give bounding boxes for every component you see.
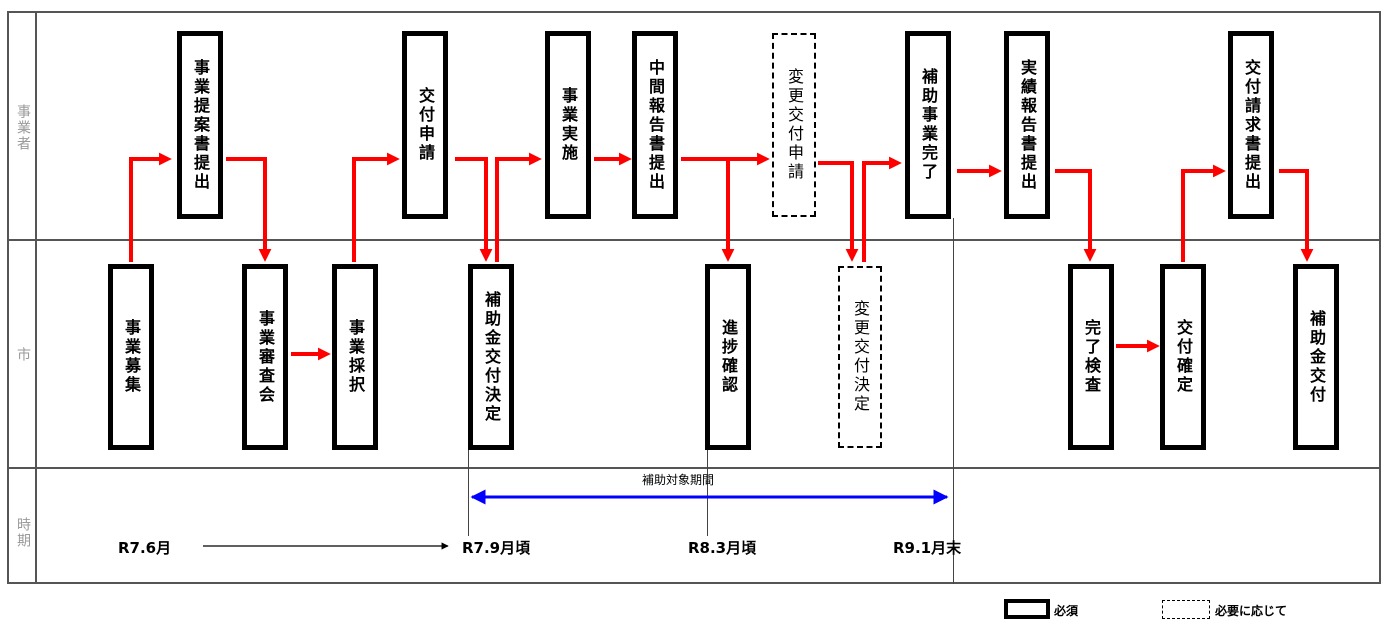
legend-dashed-box [1162, 600, 1210, 619]
arrow-saitaku-to-kofu-shinsei [352, 152, 400, 262]
lane-divider-city-period [7, 467, 1381, 469]
box-label: 交付請求書提出 [1242, 58, 1261, 192]
box-henko-kofu-shinsei: 変更交付申請 [772, 33, 816, 217]
box-label: 事業提案書提出 [191, 58, 210, 192]
box-label: 交付確定 [1174, 319, 1193, 395]
box-label: 事業募集 [122, 319, 141, 395]
box-jigyo-jisshi: 事業実施 [545, 31, 591, 219]
box-label: 補助事業完了 [919, 68, 938, 182]
marker-line-r9-1 [953, 218, 954, 584]
lane-label-period: 時期 [15, 516, 31, 549]
box-label: 中間報告書提出 [646, 58, 665, 192]
box-jigyo-shinsakai: 事業審査会 [242, 264, 288, 450]
arrow-henko-kettei-to-kanryo [862, 156, 902, 262]
box-kanryo-kensa: 完了検査 [1068, 264, 1114, 450]
box-jigyo-saitaku: 事業採択 [332, 264, 378, 450]
box-hojo-kofu-kettei: 補助金交付決定 [468, 264, 514, 450]
box-hojo-jigyo-kanryo: 補助事業完了 [905, 31, 951, 219]
box-label: 変更交付申請 [785, 68, 804, 182]
box-label: 完了検査 [1082, 319, 1101, 395]
swimlane-frame [7, 11, 1381, 584]
box-jigyo-boshu: 事業募集 [108, 264, 154, 450]
box-label: 事業実施 [559, 87, 578, 163]
marker-line-r7-9 [468, 450, 469, 536]
box-label: 補助金交付決定 [482, 290, 501, 424]
arrow-jisseki-to-kensa [1055, 169, 1097, 262]
time-r8-3: R8.3月頃 [688, 539, 757, 557]
period-label: 補助対象期間 [642, 473, 715, 487]
box-label: 補助金交付 [1307, 309, 1326, 405]
lane-divider-business-city [7, 239, 1381, 241]
box-kofu-seikyu: 交付請求書提出 [1228, 31, 1274, 219]
time-r7-6: R7.6月 [118, 539, 172, 557]
box-henko-kofu-kettei: 変更交付決定 [838, 266, 882, 448]
arrow-seikyu-to-kofu [1279, 169, 1314, 262]
box-label: 事業審査会 [256, 309, 275, 405]
box-label: 交付申請 [416, 87, 435, 163]
box-jigyo-teian: 事業提案書提出 [177, 31, 223, 219]
time-r9-1: R9.1月末 [893, 539, 962, 557]
legend-required: 必須 [1054, 604, 1079, 618]
box-label: 進捗確認 [719, 319, 738, 395]
box-chukan-hokoku: 中間報告書提出 [632, 31, 678, 219]
arrow-henko-shinsei-to-kettei [818, 161, 859, 262]
legend-as-needed: 必要に応じて [1215, 604, 1288, 618]
box-kofu-shinsei: 交付申請 [402, 31, 448, 219]
box-kofu-kakutei: 交付確定 [1160, 264, 1206, 450]
arrow-kakutei-to-seikyu [1181, 164, 1226, 262]
lane-label-business: 事業者 [15, 104, 31, 152]
arrow-teian-to-shinsa [226, 157, 272, 262]
box-label: 変更交付決定 [851, 300, 870, 414]
box-shincho-kakunin: 進捗確認 [705, 264, 751, 450]
arrow-boshu-to-teian [129, 152, 172, 262]
time-r7-9: R7.9月頃 [462, 539, 531, 557]
lane-label-city: 市 [15, 347, 31, 363]
arrow-kettei-to-jisshi [495, 152, 542, 262]
label-column-divider [35, 11, 37, 584]
box-jisseki-hokoku: 実績報告書提出 [1004, 31, 1050, 219]
legend-solid-box [1004, 599, 1050, 619]
box-label: 事業採択 [346, 319, 365, 395]
box-hojo-kofu: 補助金交付 [1293, 264, 1339, 450]
box-label: 実績報告書提出 [1018, 58, 1037, 192]
arrow-kofu-shinsei-to-kettei [455, 157, 493, 262]
